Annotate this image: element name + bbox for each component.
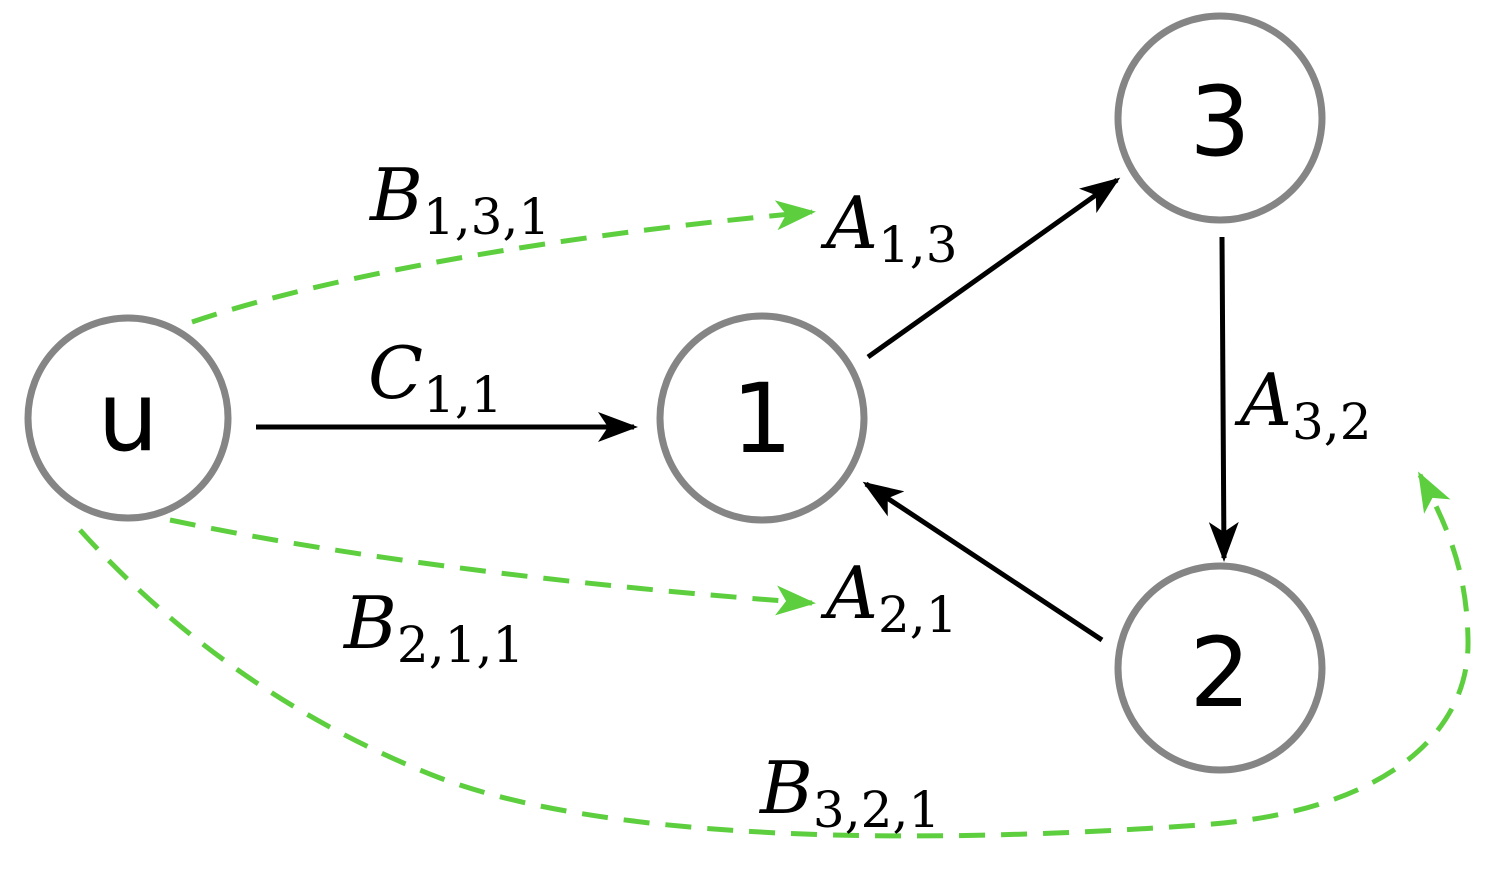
label-b211: B2,1,1 (342, 581, 524, 674)
label-a32: A3,2 (1234, 358, 1372, 451)
label-a21-sub: 2,1 (878, 586, 958, 644)
label-b321-main: B (758, 746, 813, 830)
label-a32-sub: 3,2 (1292, 393, 1372, 451)
label-c11: C1,1 (368, 331, 503, 424)
edge-b211 (169, 517, 816, 616)
label-a13: A1,3 (820, 181, 958, 274)
node-1[interactable]: 1 (656, 312, 868, 524)
edge-a21 (862, 481, 1104, 643)
node-3-label: 3 (1189, 66, 1250, 178)
label-c11-sub: 1,1 (423, 366, 503, 424)
node-u-label: u (98, 361, 159, 473)
label-a21: A2,1 (820, 551, 958, 644)
label-b131: B1,3,1 (368, 153, 550, 246)
edge-a13 (866, 177, 1121, 360)
label-b131-sub: 1,3,1 (423, 188, 550, 246)
label-a13-sub: 1,3 (878, 216, 958, 274)
label-a32-main: A (1234, 358, 1292, 442)
label-a13-main: A (820, 181, 878, 265)
label-b321-sub: 3,2,1 (813, 781, 940, 839)
node-u[interactable]: u (24, 314, 232, 522)
edge-b131 (191, 200, 816, 325)
label-b131-main: B (368, 153, 423, 237)
label-b211-sub: 2,1,1 (397, 616, 524, 674)
edge-a32 (1208, 236, 1239, 562)
node-2-label: 2 (1189, 617, 1250, 729)
label-c11-main: C (368, 331, 423, 415)
label-b211-main: B (342, 581, 397, 665)
node-2[interactable]: 2 (1114, 562, 1326, 774)
label-a21-main: A (820, 551, 878, 635)
node-1-label: 1 (731, 363, 792, 475)
edge-b321 (78, 471, 1471, 839)
label-b321: B3,2,1 (758, 746, 940, 839)
node-3[interactable]: 3 (1114, 12, 1326, 224)
